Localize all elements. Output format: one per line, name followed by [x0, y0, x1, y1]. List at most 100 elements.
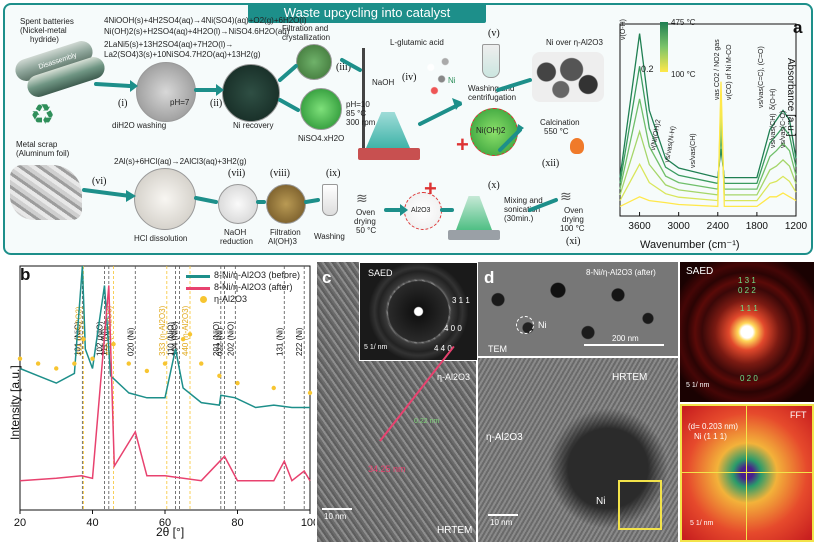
aluminum-foil-image	[10, 165, 82, 220]
panel-d-ring-022: 0 2 2	[738, 286, 756, 295]
panel-d-tem	[478, 262, 678, 356]
flame-icon	[570, 138, 584, 154]
metal-scrap-label: Metal scrap	[16, 140, 58, 149]
xrd-peak-label: 202 (NiO)	[226, 321, 235, 356]
panel-d-ni-plane: Ni (1 1 1)	[694, 432, 727, 441]
ir-xtick-label: 1200	[785, 221, 808, 232]
panel-c-letter: c	[322, 268, 332, 287]
step-vii-label: (vii)	[228, 168, 246, 179]
centrifuge-tube	[482, 44, 500, 78]
ir-peak-c-o: νs/νas(C-O)	[780, 110, 787, 148]
panel-d-hrtem-label: HRTEM	[612, 372, 648, 383]
calcination-label: Calcination	[540, 118, 580, 127]
ir-xtick-label: 3600	[628, 221, 651, 232]
hcl-label: HCl dissolution	[134, 234, 188, 243]
panel-d-hrtem-scale-bar	[488, 514, 518, 516]
oven-50-label-3: 50 °C	[356, 226, 377, 235]
ir-peak-oh: ν(O-H)	[620, 19, 627, 40]
panel-c-scale-bar	[322, 508, 352, 510]
panel-c-mode: HRTEM	[437, 525, 473, 536]
oven-50-label-2: drying	[354, 217, 376, 226]
ir-peak-doh: δ(O-H)	[770, 88, 777, 110]
ni-recovery-label: Ni recovery	[233, 121, 274, 130]
step-iv-label: (iv)	[402, 72, 417, 83]
step-i-image	[136, 62, 196, 122]
washing-centrifugation-label: Washing and	[468, 84, 515, 93]
spent-batteries-label-2: (Nickel-metal	[20, 26, 67, 35]
panel-d-tem-label: TEM	[488, 344, 507, 354]
xrd-xtick-label: 100	[301, 517, 315, 529]
step-vii-image	[218, 184, 258, 224]
oven-50-label: Oven	[356, 208, 376, 217]
xrd-peak-label: 311 (η-Al2O3)	[74, 306, 83, 356]
rpm-label: 300 rpm	[346, 118, 376, 127]
step-ix-label: (ix)	[326, 168, 341, 179]
panel-d-saed	[680, 262, 814, 402]
panel-d-letter: d	[484, 268, 495, 287]
xrd-xtick-label: 20	[14, 517, 26, 529]
ir-scale-label: 0.2	[641, 64, 654, 74]
xrd-ref-point	[162, 361, 168, 366]
panel-d-saed-scale: 5 1/ nm	[686, 382, 710, 389]
legend-ref-swatch	[200, 296, 207, 303]
panel-d-sample: 8-Ni/η-Al2O3 (after)	[586, 268, 656, 277]
panel-c-saed-scale: 5 1/ nm	[364, 344, 388, 351]
al2o3-label: Al2O3	[411, 207, 431, 214]
panel-d-ni: Ni	[538, 320, 547, 330]
temp85-label: 85 °C	[346, 109, 367, 118]
ir-temp-high: 475 °C	[671, 18, 696, 27]
xrd-ref-point	[126, 361, 131, 366]
step-iii-image	[296, 44, 332, 80]
glutamic-molecule	[420, 50, 456, 108]
filtration-al-label: Filtration	[270, 228, 301, 237]
panel-d-saed-label: SAED	[686, 266, 714, 277]
ph7-label: pH=7	[170, 98, 190, 107]
ir-peak-ch2: νs/νas(CH)	[770, 113, 777, 148]
xrd-peak-label: 440 (η-Al2O3)	[181, 305, 190, 356]
xrd-peak-label: 102 (NiO)	[95, 321, 104, 356]
xrd-peak-label: 333 (η-Al2O3)	[158, 305, 167, 356]
equation-2: Ni(OH)2(s)+H2SO4(aq)+4H2O(l)→NiSO4.6H2O(…	[104, 27, 290, 36]
legend-after-swatch	[186, 287, 210, 290]
xrd-xtick-label: 40	[86, 517, 98, 529]
xrd-ylabel: Intensity [a.u.]	[8, 365, 22, 440]
filtration-label-2: crystallization	[282, 33, 331, 42]
plus-icon-1: +	[456, 132, 469, 157]
oven-100-label: Oven	[564, 206, 584, 215]
xrd-ref-point	[90, 356, 95, 361]
washing-centrifugation-label-2: centrifugation	[468, 93, 517, 102]
legend-ref: η-Al2O3	[214, 294, 248, 304]
xrd-chart: 101 (NiO)311 (η-Al2O3)102 (NiO)111 (Ni)4…	[14, 265, 315, 529]
lglutamic-label: L-glutamic acid	[390, 38, 444, 47]
xrd-series-0	[19, 265, 310, 409]
panel-d-fft-vline	[746, 406, 747, 540]
xrd-ref-point	[271, 385, 276, 391]
panel-d-ring-020: 0 2 0	[740, 374, 758, 383]
ni-over-al2o3-image	[532, 52, 604, 102]
spent-batteries-label-3: hydride)	[30, 35, 59, 44]
xrd-ref-point	[72, 361, 77, 366]
xrd-ref-point	[217, 373, 222, 378]
ni-over-label: Ni over η-Al2O3	[546, 38, 603, 47]
panel-d-ni-particle: Ni	[596, 496, 606, 507]
xrd-peak-label: 101 (NiO)	[73, 321, 82, 356]
legend-before-swatch	[186, 275, 210, 278]
panel-d-zoom-box	[618, 480, 662, 530]
step-i-label: (i)	[118, 98, 128, 109]
panel-d-hrtem	[478, 358, 678, 542]
panel-d-d-spacing: (d= 0.203 nm)	[688, 422, 739, 431]
panel-d-tem-scale-bar	[584, 344, 664, 346]
xrd-ref-point	[199, 361, 204, 366]
mixing-label: Mixing and	[504, 196, 543, 205]
niso4-crystal-image	[300, 88, 342, 130]
naoh-label: NaOH	[372, 78, 395, 87]
panel-b-letter: b	[20, 265, 31, 284]
flow-arrows	[82, 58, 558, 216]
ir-peak-co2: νas CO2 / NO2 gas	[714, 39, 721, 100]
xrd-ref-point	[54, 366, 59, 371]
equation-4: La2(SO4)3(s)+10NiSO4.7H2O(aq)+13H2(g)	[104, 50, 261, 59]
reactor-stand	[362, 48, 365, 158]
naoh-reduction-label: NaOH	[224, 228, 247, 237]
